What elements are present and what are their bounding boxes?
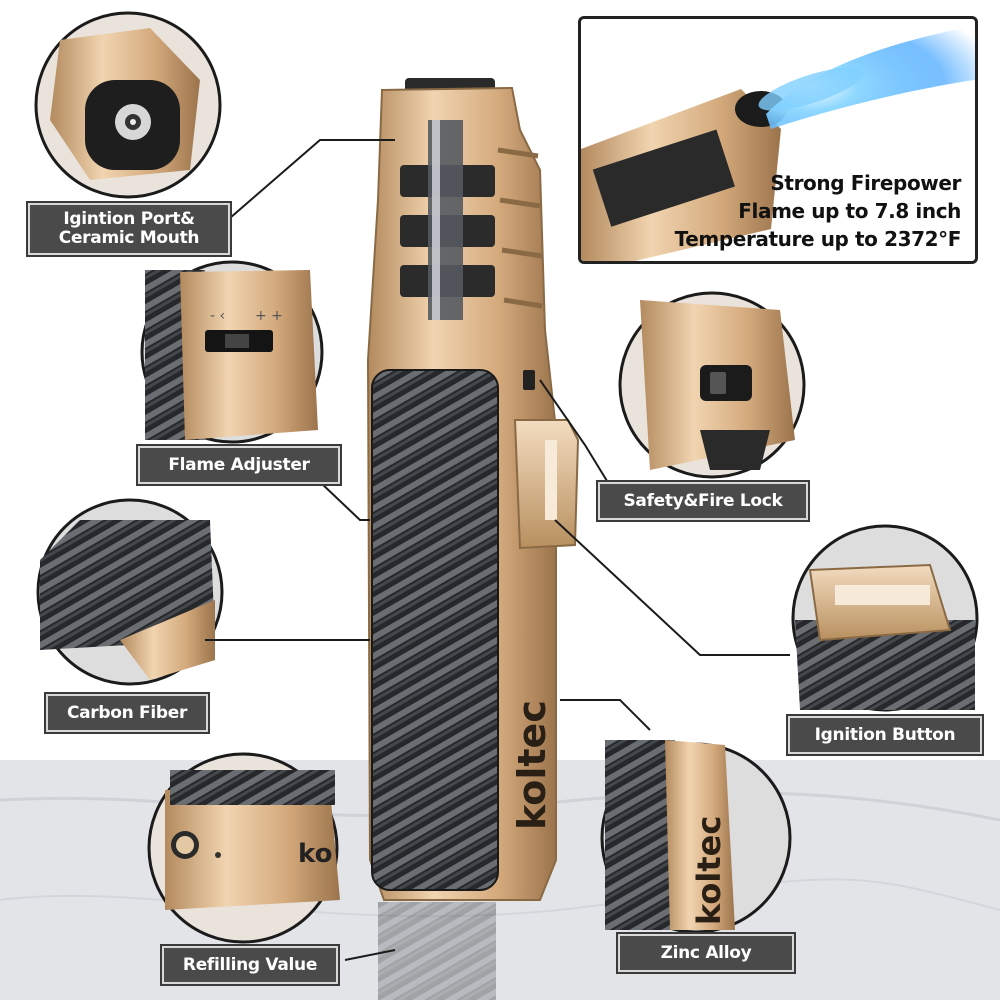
callout-zinc-alloy [600,740,792,934]
flame-spec-text: Strong Firepower Flame up to 7.8 inch Te… [674,169,962,253]
callout-flame-adjuster [140,260,324,444]
brand-text-vertical: koltec [510,700,554,830]
label-refilling-valve: Refilling Value [160,944,340,986]
label-safety-lock: Safety&Fire Lock [596,480,810,522]
label-ignition-port-line1: Igintion Port& [63,209,195,229]
label-zinc-alloy: Zinc Alloy [616,932,796,974]
flame-spec-line2: Flame up to 7.8 inch [738,199,961,223]
brand-text-callout: koltec [690,816,728,925]
adjuster-plus-mark: + + [255,308,283,324]
callout-ignition-port [34,11,222,199]
label-carbon-fiber: Carbon Fiber [44,692,210,734]
label-flame-adjuster: Flame Adjuster [136,444,342,486]
callout-refilling-valve: ko [147,752,340,944]
lighter-body [366,78,580,1000]
svg-text:ko: ko [298,839,332,869]
callout-safety-lock [618,291,806,479]
flame-info-panel: Strong Firepower Flame up to 7.8 inch Te… [578,16,978,264]
callout-carbon-fiber [36,498,224,686]
callout-ignition-button [791,524,979,712]
flame-spec-line3: Temperature up to 2372°F [674,227,962,251]
label-ignition-button: Ignition Button [786,714,984,756]
label-ignition-port: Igintion Port& Ceramic Mouth [26,201,232,257]
leader-lines [205,139,790,961]
flame-spec-line1: Strong Firepower [770,171,961,195]
label-ignition-port-line2: Ceramic Mouth [58,228,200,248]
adjuster-minus-mark: - ‹ [210,308,225,324]
torch-flame-image [581,25,975,261]
